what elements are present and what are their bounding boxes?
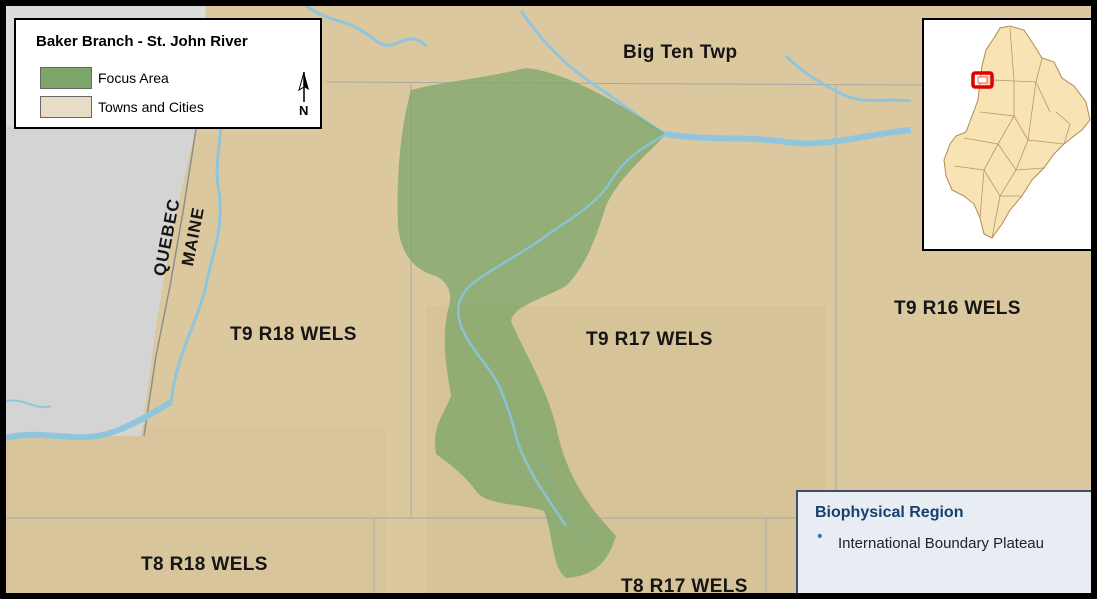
legend-label-focus-area: Focus Area: [98, 70, 169, 86]
inset-focus-highlight: [971, 71, 994, 89]
biophysical-region-item: International Boundary Plateau: [838, 535, 1044, 552]
biophysical-region-panel: Biophysical Region • International Bound…: [796, 490, 1091, 593]
inset-state-map: [943, 25, 1091, 239]
north-label: N: [299, 103, 309, 118]
legend-swatch-towns: [40, 96, 92, 118]
north-arrow-icon: [298, 71, 309, 102]
international-boundary: [143, 115, 199, 437]
label-t9-r18-wels: T9 R18 WELS: [230, 324, 357, 345]
terrain-shade-2: [6, 426, 386, 593]
biophysical-region-title: Biophysical Region: [815, 504, 964, 521]
label-t8-r17-wels: T8 R17 WELS: [621, 576, 748, 597]
inset-maine-outline: [943, 25, 1091, 239]
legend-label-towns: Towns and Cities: [98, 99, 204, 115]
label-big-ten-twp: Big Ten Twp: [623, 42, 738, 63]
bullet-icon: •: [817, 528, 823, 545]
legend-title: Baker Branch - St. John River: [36, 33, 248, 50]
label-t8-r18-wels: T8 R18 WELS: [141, 554, 268, 575]
canada-shade: [6, 126, 196, 436]
inset-focus-fill: [977, 76, 988, 84]
river-in-focus: [457, 132, 667, 527]
inset-map: [922, 18, 1091, 251]
map-canvas[interactable]: [6, 6, 1097, 599]
legend-swatch-focus-area: [40, 67, 92, 89]
label-t9-r17-wels: T9 R17 WELS: [586, 329, 713, 350]
map-legend: Baker Branch - St. John River Focus Area…: [14, 18, 322, 129]
inset-county-lines: [953, 27, 1071, 239]
label-t9-r16-wels: T9 R16 WELS: [894, 298, 1021, 319]
